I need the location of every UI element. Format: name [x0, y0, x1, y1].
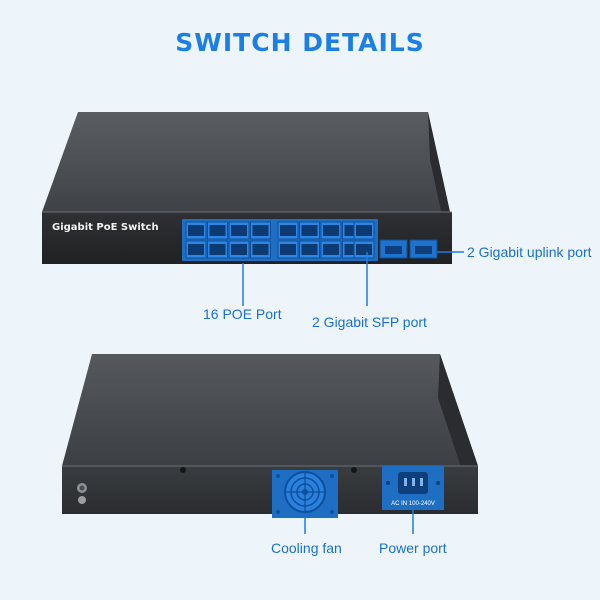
front-switch	[42, 112, 464, 306]
rj45-port	[353, 221, 375, 240]
rj45-port	[207, 240, 228, 259]
callout-poe-ports: 16 POE Port	[203, 306, 282, 322]
rj45-port	[299, 221, 320, 240]
callout-fan: Cooling fan	[271, 540, 342, 556]
rj45-port	[299, 240, 320, 259]
rj45-port	[320, 240, 342, 259]
ground-screw-icon	[77, 483, 87, 504]
rj45-port	[277, 240, 299, 259]
power-socket-label: AC IN 100-240V	[391, 501, 435, 507]
power-socket-icon: AC IN 100-240V	[382, 466, 444, 510]
rj45-port	[320, 221, 342, 240]
device-label: Gigabit PoE Switch	[52, 222, 159, 233]
callout-power: Power port	[379, 540, 447, 556]
rj45-port	[185, 221, 207, 240]
page-title: SWITCH DETAILS	[175, 28, 425, 57]
rj45-port	[228, 240, 250, 259]
rj45-port	[250, 221, 271, 240]
sfp-port-group	[379, 239, 438, 259]
back-switch: AC IN 100-240V	[62, 354, 478, 534]
callout-uplink-ports: 2 Gigabit uplink port	[467, 244, 592, 260]
callout-sfp-ports: 2 Gigabit SFP port	[312, 314, 427, 330]
poe-port-grid	[185, 221, 363, 259]
rj45-port	[207, 221, 228, 240]
front-switch-top	[42, 112, 450, 212]
rj45-port	[228, 221, 250, 240]
rj45-port	[185, 240, 207, 259]
rj45-port	[353, 240, 375, 259]
rj45-port	[277, 221, 299, 240]
fan-icon	[272, 470, 338, 518]
back-switch-top	[62, 354, 478, 466]
uplink-port-grid	[353, 221, 375, 259]
rj45-port	[250, 240, 271, 259]
